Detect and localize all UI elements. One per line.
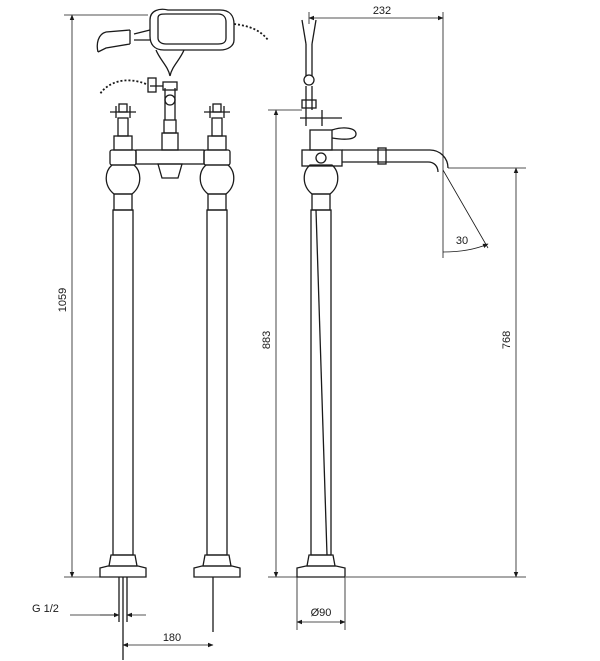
- label-outlet-height: 768: [501, 331, 513, 349]
- label-base-diameter: Ø90: [311, 607, 332, 619]
- label-tap-height: 883: [261, 331, 273, 349]
- right-leg: [193, 103, 241, 578]
- label-inlet-thread: G 1/2: [32, 603, 59, 615]
- inlet-pipe: [118, 577, 214, 660]
- front-view: [96, 8, 269, 660]
- handset-shower: [96, 8, 269, 95]
- label-overall-height: 1059: [57, 288, 69, 312]
- label-spout-reach: 232: [373, 5, 391, 17]
- left-leg: [99, 103, 147, 578]
- dimension-lines: [64, 12, 526, 648]
- side-view: [296, 19, 449, 578]
- label-leg-centres: 180: [163, 632, 181, 644]
- label-spray-angle: 30: [456, 235, 468, 247]
- bridge-mixer: [135, 77, 205, 179]
